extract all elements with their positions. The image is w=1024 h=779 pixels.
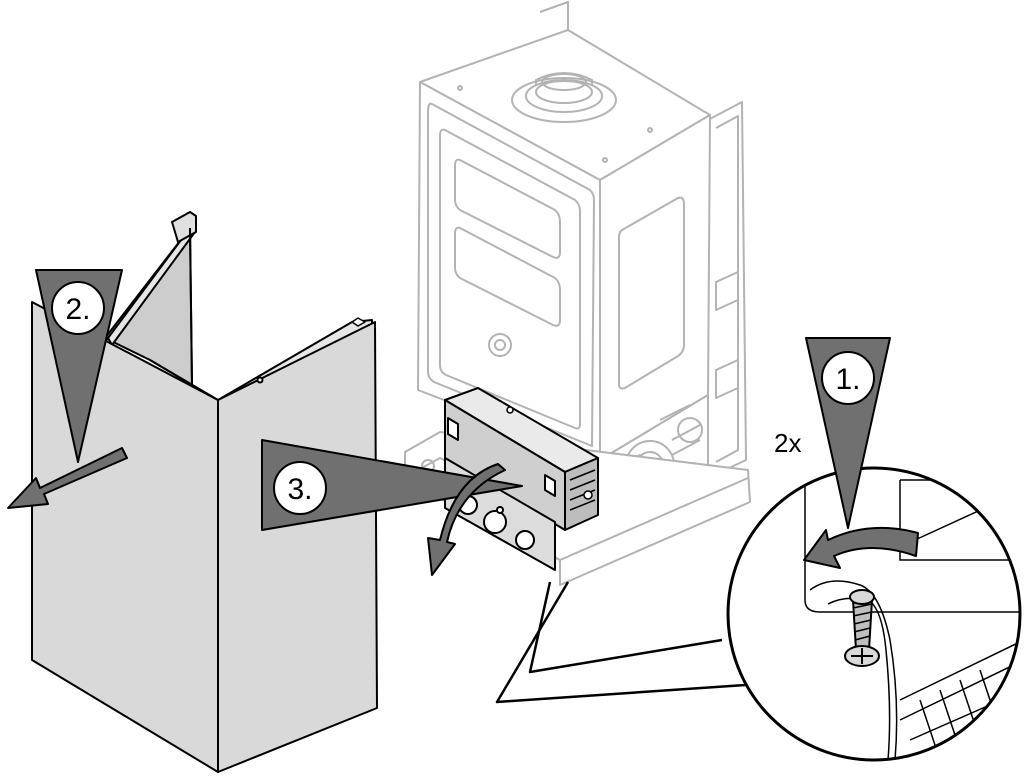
unscrew-arrow xyxy=(803,526,919,569)
step-2-badge xyxy=(51,281,105,335)
step-2-label: 2. xyxy=(65,293,90,326)
control-box xyxy=(444,387,599,571)
step-2-marker: 2. xyxy=(35,269,123,463)
pull-arrow xyxy=(7,447,128,509)
step-3-pointer xyxy=(261,439,523,531)
front-cover-panel xyxy=(31,211,378,773)
step-3-badge xyxy=(273,461,327,515)
callout-leader xyxy=(495,581,761,704)
step-3-marker: 3. xyxy=(261,439,523,531)
step-1-label: 1. xyxy=(835,363,860,396)
step-1-marker: 1. xyxy=(805,337,891,529)
detail-magnifier xyxy=(726,466,1022,762)
screw-count-label: 2x xyxy=(774,428,801,458)
step-1-badge xyxy=(821,351,875,405)
step-3-label: 3. xyxy=(287,473,312,506)
tilt-down-arrow xyxy=(427,463,506,576)
screw xyxy=(844,589,880,667)
